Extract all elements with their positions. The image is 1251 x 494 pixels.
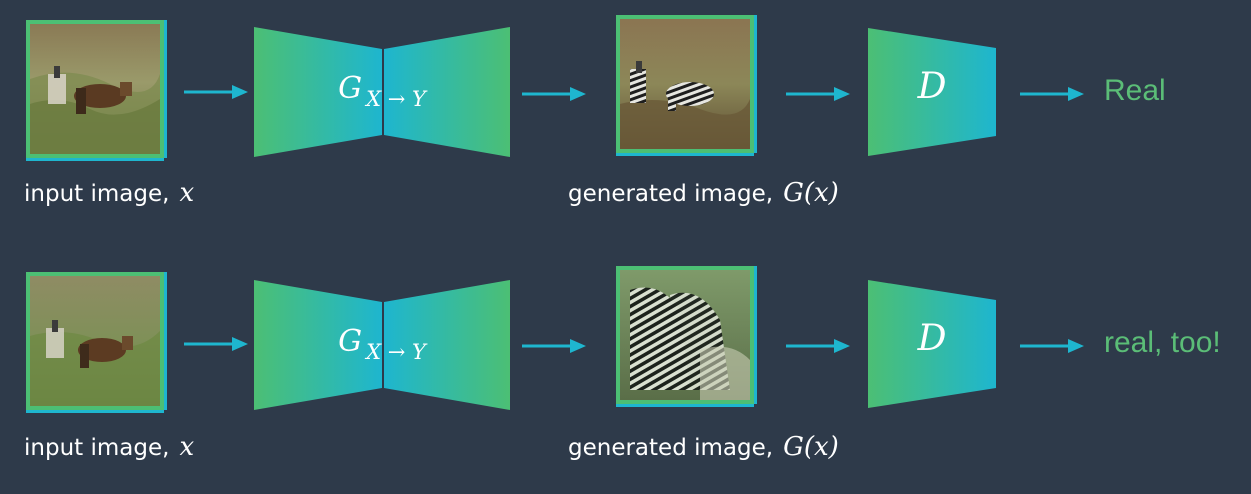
generated-image-caption: generated image,G(x) <box>568 178 839 208</box>
input-image-horse <box>26 272 164 410</box>
arrow-discriminator-to-verdict <box>1020 336 1084 356</box>
generated-image-zebras <box>616 266 754 404</box>
input-image-caption: input image,x <box>24 178 195 208</box>
arrow-output-to-discriminator <box>786 84 850 104</box>
arrow-input-to-generator <box>184 334 248 354</box>
verdict-text: Real <box>1104 74 1166 107</box>
discriminator-block: D <box>868 280 996 408</box>
arrow-input-to-generator <box>184 82 248 102</box>
verdict-text: real, too! <box>1104 326 1221 359</box>
arrow-output-to-discriminator <box>786 336 850 356</box>
discriminator-block: D <box>868 28 996 156</box>
input-image-caption: input image,x <box>24 432 195 462</box>
input-image-horse <box>26 20 164 158</box>
arrow-generator-to-output <box>522 336 586 356</box>
discriminator-label: D <box>917 66 947 107</box>
generated-image-caption: generated image,G(x) <box>568 432 839 462</box>
generated-image-zebra <box>616 15 754 153</box>
arrow-generator-to-output <box>522 84 586 104</box>
discriminator-label: D <box>917 318 947 359</box>
arrow-discriminator-to-verdict <box>1020 84 1084 104</box>
